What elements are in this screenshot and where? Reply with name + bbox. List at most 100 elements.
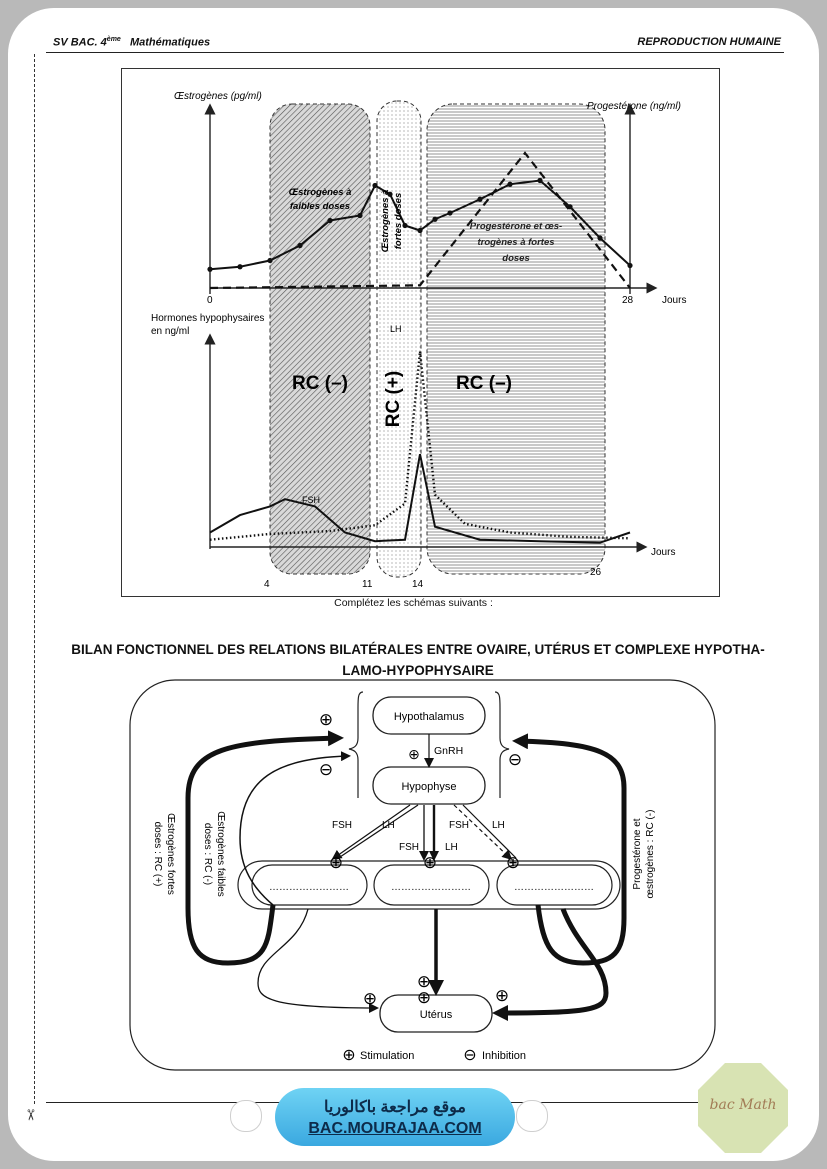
header-level-sup: ème xyxy=(106,36,121,43)
fsh-right-label: FSH xyxy=(449,820,469,831)
uterus-label: Utérus xyxy=(420,1009,453,1021)
zone3-label-line1: Progestérone et œs- xyxy=(470,221,562,232)
ovary-phase-3-box xyxy=(496,864,613,906)
bottom-axis-label-line2: en ng/ml xyxy=(151,326,189,337)
ovary-phase-2-blank: …………………… xyxy=(391,882,471,893)
estrogen-curve xyxy=(209,179,631,271)
left-outer-label-line1: Œstrogènes fortes xyxy=(165,813,176,895)
uterus-stimulation-icon-center-2: ⊕ xyxy=(417,988,431,1007)
legend-stimulation-label: Stimulation xyxy=(360,1050,414,1062)
diagram-frame xyxy=(129,679,716,1071)
bac-math-logo-text: bac Math xyxy=(709,1097,777,1113)
ovary-outline xyxy=(237,860,621,910)
left-brace xyxy=(348,691,364,798)
header-left: SV BAC. 4ème Mathématiques xyxy=(53,36,210,49)
fsh-label: FSH xyxy=(302,495,320,505)
top-x-unit: Jours xyxy=(662,295,686,306)
zone2-label-line1: Œstrogènes à xyxy=(380,190,391,253)
estrogen-points xyxy=(207,177,633,272)
site-logo-icon-left xyxy=(230,1100,262,1132)
x-tick-0: 0 xyxy=(207,295,213,306)
estrogen-low-dose-negative-loop xyxy=(239,751,351,906)
page: SV BAC. 4ème Mathématiques REPRODUCTION … xyxy=(8,8,819,1161)
estrogen-point xyxy=(417,227,423,234)
estrogen-point xyxy=(507,181,513,187)
zone3-label-line3: doses xyxy=(502,253,529,264)
ovary-stimulation-icon-2: ⊕ xyxy=(423,853,437,872)
progesterone-negative-loop xyxy=(512,733,627,966)
lh-right-label: LH xyxy=(492,820,505,831)
banner-url-link[interactable]: BAC.MOURAJAA.COM xyxy=(308,1120,482,1137)
bac-math-logo: bac Math xyxy=(698,1063,788,1153)
hypophyse-label: Hypophyse xyxy=(401,781,456,793)
x-tick-28: 28 xyxy=(622,295,634,306)
estrogen-point xyxy=(372,182,378,189)
fsh-center-label: FSH xyxy=(399,842,419,853)
lh-arrow-right xyxy=(462,804,517,859)
left-inner-label-line2: doses : RC (-) xyxy=(202,823,213,885)
uterus-stimulation-icon-center-1: ⊕ xyxy=(417,972,431,991)
hormone-graph: Œstrogènes (pg/ml) Progestérone (ng/ml) … xyxy=(151,91,686,590)
left-outer-label-line2: doses : RC (+) xyxy=(152,822,163,887)
negative-feedback-icon-left: ⊖ xyxy=(319,760,333,779)
lh-center-label: LH xyxy=(445,842,458,853)
banner-arabic-text: موقع مراجعة باكالوريا xyxy=(324,1099,466,1116)
cut-line xyxy=(34,54,35,1104)
positive-feedback-icon: ⊕ xyxy=(319,710,333,729)
estrogen-point xyxy=(537,177,543,184)
right-label-line2: œstrogènes : RC (-) xyxy=(645,810,656,899)
ovary-to-uterus-arrow-left xyxy=(257,908,379,1013)
section-title-line2: LAMO-HYPOPHYSAIRE xyxy=(342,663,494,678)
estrogen-point xyxy=(477,196,483,202)
legend-stimulation-icon: ⊕ xyxy=(342,1047,355,1064)
lh-label: LH xyxy=(390,324,402,334)
x-tick-26: 26 xyxy=(590,567,602,578)
rc-plus-label: RC (+) xyxy=(383,371,404,427)
estrogen-point xyxy=(207,266,213,272)
bottom-axis-label-line1: Hormones hypophysaires xyxy=(151,313,264,324)
fsh-left-label: FSH xyxy=(332,820,352,831)
estrogen-point xyxy=(627,262,633,269)
hypothalamus-label: Hypothalamus xyxy=(394,711,465,723)
estrogen-point xyxy=(432,216,438,222)
estrogen-point xyxy=(402,222,408,229)
gnrh-stimulation-icon: ⊕ xyxy=(408,746,420,762)
header-rule xyxy=(46,52,784,53)
x-tick-11: 11 xyxy=(362,579,373,590)
lh-left-label: LH xyxy=(382,820,395,831)
gnrh-label: GnRH xyxy=(434,745,463,757)
rc-minus-label-2: RC (–) xyxy=(456,373,512,394)
header-right: REPRODUCTION HUMAINE xyxy=(637,36,781,48)
feedback-diagram: Hypothalamus Hypophyse GnRH ⊕ …………………… …… xyxy=(129,679,716,1071)
fsh-lh-arrow-left-1 xyxy=(331,804,411,860)
header-level: SV BAC. 4 xyxy=(53,36,107,49)
bottom-x-unit: Jours xyxy=(651,547,675,558)
rc-minus-label-1: RC (–) xyxy=(292,373,348,394)
legend-inhibition-label: Inhibition xyxy=(482,1050,526,1062)
estrogen-point xyxy=(267,257,273,264)
zone2-label-line2: fortes doses xyxy=(393,193,404,250)
ovary-phase-1-blank: …………………… xyxy=(269,882,349,893)
estrogen-point xyxy=(387,191,393,197)
uterus-stimulation-icon-left: ⊕ xyxy=(363,989,377,1008)
ovary-phase-2-box xyxy=(373,864,490,906)
zone-rc-minus-1 xyxy=(269,103,371,575)
estrogen-point xyxy=(447,210,453,216)
ovary-phase-3-blank: …………………… xyxy=(514,882,594,893)
fsh-lh-arrow-left-2 xyxy=(336,804,419,860)
x-tick-14: 14 xyxy=(412,579,424,590)
site-banner[interactable]: موقع مراجعة باكالوريا BAC.MOURAJAA.COM xyxy=(275,1088,515,1146)
negative-feedback-icon-right: ⊖ xyxy=(508,750,522,769)
section-title-line1: BILAN FONCTIONNEL DES RELATIONS BILATÉRA… xyxy=(71,642,765,657)
estrogen-point xyxy=(327,217,333,224)
estrogen-point xyxy=(357,212,363,219)
hormone-graph-frame: Œstrogènes (pg/ml) Progestérone (ng/ml) … xyxy=(121,68,720,597)
top-right-axis-label: Progestérone (ng/ml) xyxy=(587,101,681,112)
estrogen-point xyxy=(597,235,603,241)
lh-curve xyxy=(209,351,631,541)
zone1-label-line1: Œstrogènes à xyxy=(289,187,352,198)
zone3-label-line2: trogènes à fortes xyxy=(477,237,554,248)
section-title: BILAN FONCTIONNEL DES RELATIONS BILATÉRA… xyxy=(53,639,783,681)
fsh-arrow-right xyxy=(453,804,513,861)
instruction-caption: Complétez les schémas suivants : xyxy=(334,597,493,609)
